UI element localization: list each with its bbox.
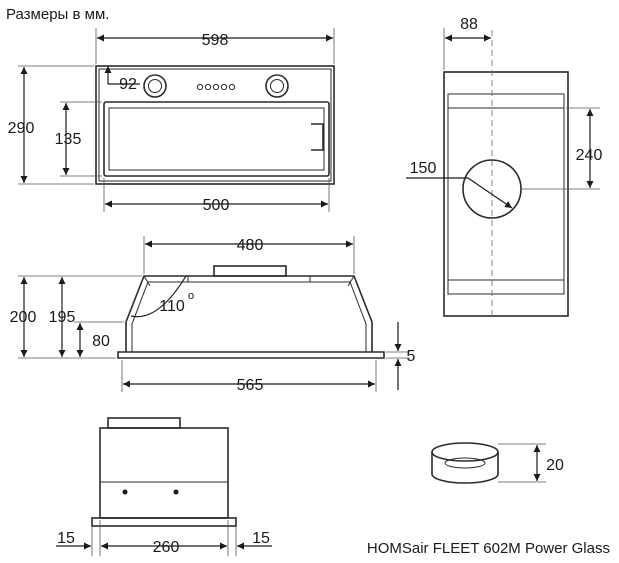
bottom-view: 15 260 15: [56, 417, 272, 556]
side-body-outline: [443, 71, 569, 317]
bottom-width-label: 565: [237, 377, 264, 394]
profile-view: 110 o 480 200 195 80 5 565: [10, 236, 416, 394]
filter-width-label: 500: [203, 197, 230, 214]
left-margin-label: 15: [57, 530, 75, 547]
side-body-inner: [447, 93, 565, 295]
bottom-panel: [91, 517, 237, 527]
lower-height-label: 80: [92, 333, 110, 350]
flange-top-ellipse: [431, 442, 499, 462]
left-knob: [143, 74, 167, 98]
top-width-label: 480: [237, 237, 264, 254]
panel-thickness-label: 5: [407, 348, 416, 365]
control-offset-label: 92: [119, 76, 137, 93]
outlet-height-label: 240: [576, 147, 603, 164]
flange-height-label: 20: [546, 457, 564, 474]
height-label: 290: [8, 120, 35, 137]
flange-body: [431, 452, 499, 484]
bottom-view-width-label: 260: [153, 539, 180, 556]
angle-label: 110: [159, 298, 185, 315]
total-height-label: 200: [10, 309, 37, 326]
bottom-body-outline: [99, 427, 229, 519]
body-height-label: 195: [49, 309, 76, 326]
right-knob: [265, 74, 289, 98]
model-name: HOMSair FLEET 602M Power Glass: [367, 540, 610, 557]
front-view: 598 290 92 135 500: [8, 28, 335, 214]
glass-panel: [117, 351, 385, 359]
filter-panel: [103, 101, 330, 177]
filter-handle: [311, 123, 324, 151]
angle-unit: o: [188, 290, 194, 302]
outlet-diameter-leader: [467, 177, 513, 209]
width-label: 598: [202, 32, 229, 49]
angle-arc: [130, 275, 187, 318]
control-buttons: [196, 83, 236, 91]
right-margin-label: 15: [252, 530, 270, 547]
mounting-hole-left: [122, 489, 128, 495]
depth-label: 88: [460, 16, 478, 33]
units-note: Размеры в мм.: [6, 6, 109, 23]
bottom-outlet: [107, 417, 181, 429]
outlet-circle: [462, 159, 522, 219]
profile-outlet: [213, 265, 287, 277]
outlet-diameter-label: 150: [410, 160, 437, 177]
filter-height-label: 135: [55, 131, 82, 148]
filter-panel-inner: [108, 107, 325, 171]
side-view: 88 150 240: [406, 16, 603, 317]
mounting-hole-right: [173, 489, 179, 495]
front-body-outline: [95, 65, 335, 185]
flange-view: 20: [431, 442, 564, 484]
front-body-inner: [98, 68, 332, 182]
